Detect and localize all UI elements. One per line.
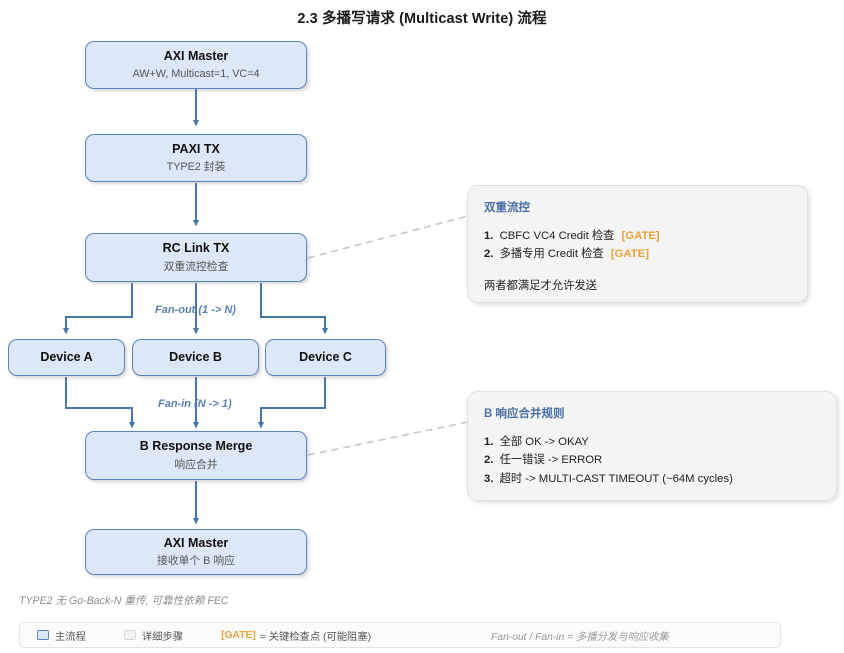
panel-flow-control[interactable]: 双重流控 1. CBFC VC4 Credit 检查 [GATE] 2. 多播专…	[467, 185, 808, 303]
fan-out-label: Fan-out (1 -> N)	[155, 304, 236, 316]
item-index: 1.	[484, 230, 494, 242]
node-title: AXI Master	[163, 535, 229, 550]
node-rc-link-tx[interactable]: RC Link TX 双重流控检查	[85, 233, 307, 282]
panel-note: 两者都满足才允许发送	[484, 279, 597, 292]
panel-list-item: 1. CBFC VC4 Credit 检查 [GATE]	[484, 227, 791, 245]
legend-label: 详细步骤	[141, 631, 184, 643]
node-title: Device B	[169, 349, 222, 364]
legend-item-detail-step: 详细步骤	[123, 628, 184, 643]
page-title: 2.3 多播写请求 (Multicast Write) 流程	[297, 11, 547, 27]
fanin-branch-c	[257, 377, 326, 429]
node-title: Device C	[299, 349, 352, 364]
fan-in-label: Fan-in (N -> 1)	[158, 398, 232, 410]
fanin-branch-a	[65, 377, 136, 429]
dashed-connector-flow-control	[307, 215, 469, 259]
node-title: B Response Merge	[139, 439, 253, 454]
panel-list-item: 2. 多播专用 Credit 检查 [GATE]	[484, 245, 791, 263]
node-subtitle: 响应合并	[174, 458, 218, 471]
node-paxi-tx[interactable]: PAXI TX TYPE2 封装	[85, 134, 307, 182]
item-index: 3.	[484, 472, 494, 485]
legend-swatch-main-icon	[37, 630, 49, 640]
item-text: 任一错误 -> ERROR	[499, 454, 603, 467]
node-subtitle: TYPE2 封装	[166, 161, 226, 174]
legend-label: 主流程	[55, 631, 86, 643]
node-device-c[interactable]: Device C	[265, 339, 386, 376]
node-subtitle: AW+W, Multicast=1, VC=4	[132, 68, 260, 81]
legend-item-fan-note: Fan-out / Fan-in = 多播分发与响应收集	[491, 628, 669, 643]
legend-item-gate: [GATE] = 关键检查点 (可能阻塞)	[221, 628, 371, 643]
panel-title: 双重流控	[484, 202, 530, 214]
node-device-b[interactable]: Device B	[132, 339, 259, 376]
gate-badge: [GATE]	[621, 230, 660, 242]
node-axi-master-top[interactable]: AXI Master AW+W, Multicast=1, VC=4	[85, 41, 307, 89]
legend-bar: 主流程 详细步骤 [GATE] = 关键检查点 (可能阻塞) Fan-out /…	[19, 622, 781, 648]
legend-fan-note: Fan-out / Fan-in = 多播分发与响应收集	[491, 631, 669, 643]
node-b-response-merge[interactable]: B Response Merge 响应合并	[85, 431, 307, 480]
fanout-branch-a	[62, 283, 133, 335]
dashed-connector-merge-rules	[307, 421, 469, 456]
item-text: 全部 OK -> OKAY	[499, 436, 589, 448]
legend-swatch-detail-icon	[123, 630, 136, 640]
panel-b-merge-rules[interactable]: B 响应合并规则 1. 全部 OK -> OKAY 2. 任一错误 -> ERR…	[467, 391, 837, 501]
gate-badge: [GATE]	[610, 248, 649, 261]
node-axi-master-bottom[interactable]: AXI Master 接收单个 B 响应	[85, 529, 307, 575]
node-subtitle: 双重流控检查	[163, 260, 229, 273]
node-title: AXI Master	[163, 48, 229, 63]
legend-gate-tag: [GATE]	[221, 629, 256, 641]
panel-list-item: 2. 任一错误 -> ERROR	[484, 451, 820, 469]
node-subtitle: 接收单个 B 响应	[157, 555, 235, 568]
legend-gate-description: = 关键检查点 (可能阻塞)	[259, 631, 372, 643]
node-title: Device A	[40, 349, 93, 364]
item-index: 2.	[484, 248, 494, 261]
panel-title: B 响应合并规则	[484, 408, 565, 420]
panel-list-item: 3. 超时 -> MULTI-CAST TIMEOUT (~64M cycles…	[484, 470, 820, 488]
node-title: PAXI TX	[172, 141, 220, 156]
footnote: TYPE2 无 Go-Back-N 重传, 可靠性依赖 FEC	[19, 595, 229, 607]
fanout-branch-c	[260, 283, 329, 335]
item-text: 超时 -> MULTI-CAST TIMEOUT (~64M cycles)	[499, 472, 733, 485]
item-index: 1.	[484, 436, 494, 448]
item-index: 2.	[484, 454, 494, 467]
node-device-a[interactable]: Device A	[8, 339, 125, 376]
item-text: CBFC VC4 Credit 检查	[499, 230, 615, 242]
legend-item-main-flow: 主流程	[37, 628, 86, 643]
panel-list-item: 1. 全部 OK -> OKAY	[484, 433, 820, 451]
item-text: 多播专用 Credit 检查	[499, 248, 604, 261]
node-title: RC Link TX	[162, 241, 230, 256]
